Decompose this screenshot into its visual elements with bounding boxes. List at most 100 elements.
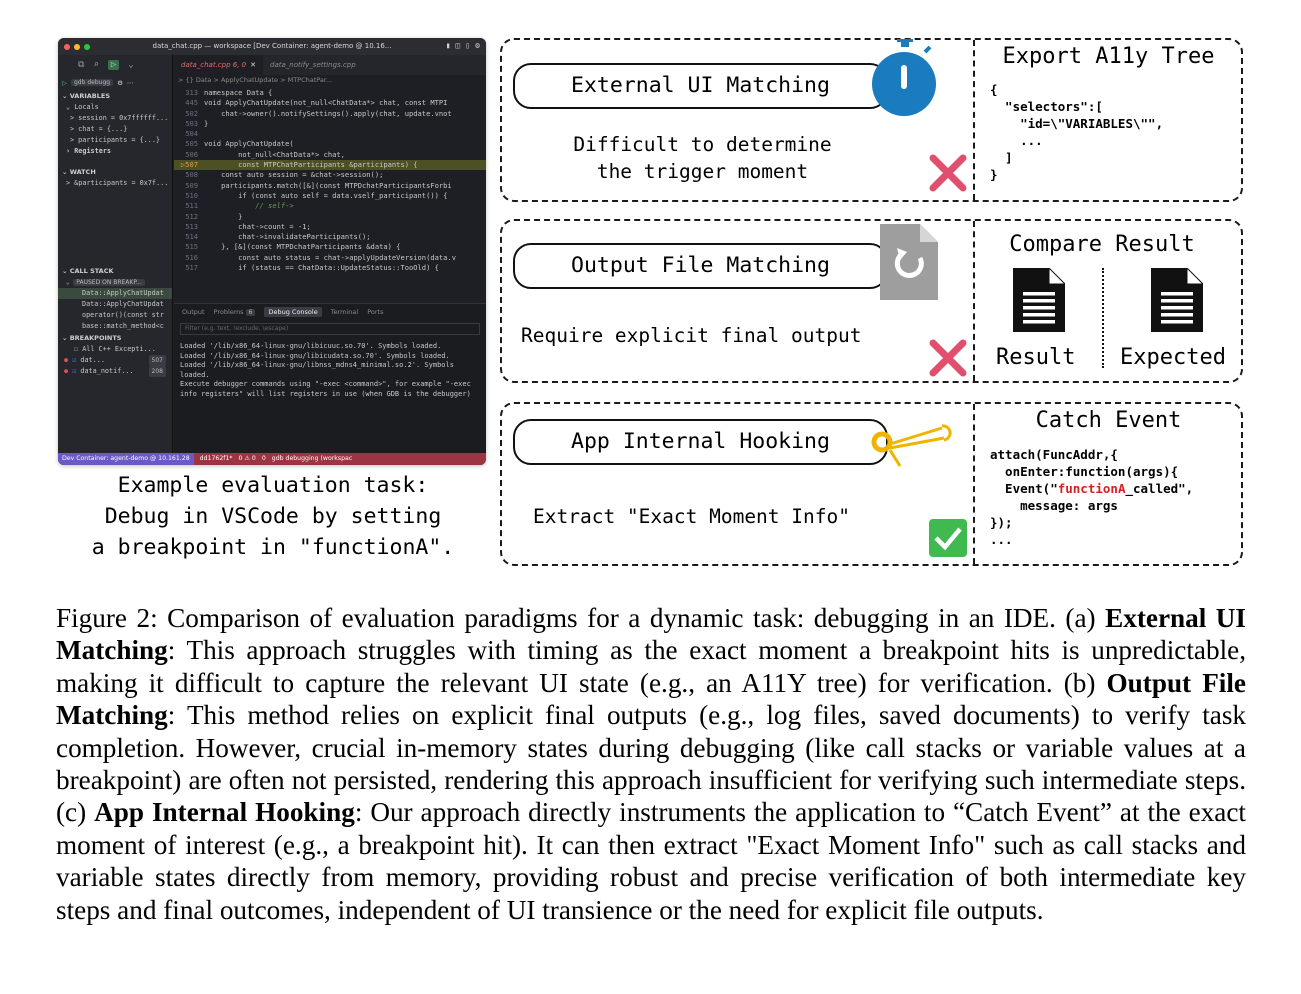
run-debug-icon[interactable]: ▷ bbox=[107, 60, 120, 70]
breakpoint-item[interactable]: ● ☑ dat... 507 bbox=[58, 355, 172, 366]
variables-header[interactable]: ⌄ VARIABLES bbox=[62, 92, 111, 100]
line-number[interactable]: 515 bbox=[185, 242, 198, 252]
code-line[interactable]: 512 } bbox=[174, 212, 486, 222]
tab-terminal[interactable]: Terminal bbox=[330, 308, 359, 316]
minimize-window-icon[interactable] bbox=[74, 43, 80, 50]
local-variable[interactable]: > chat = {...} bbox=[70, 125, 128, 133]
breakpoints-header[interactable]: ⌄ BREAKPOINTS bbox=[62, 334, 122, 342]
tab-data-notify-settings[interactable]: data_notify_settings.cpp bbox=[263, 55, 363, 75]
tab-problems[interactable]: Problems 6 bbox=[214, 308, 256, 316]
tab-data-chat[interactable]: data_chat.cpp 6, 0✕ bbox=[174, 55, 264, 75]
code-text: }, [&](const MTPDchatParticipants &data)… bbox=[204, 242, 401, 252]
variables-label: VARIABLES bbox=[69, 92, 111, 100]
local-variable[interactable]: > session = 0x7ffffff... bbox=[70, 114, 169, 122]
gear-icon[interactable]: ⚙ bbox=[475, 41, 480, 50]
code-line[interactable]: 511 // self-> bbox=[174, 201, 486, 211]
code-line[interactable]: 516 const auto status = chat->applyUpdat… bbox=[174, 253, 486, 263]
debug-settings-icon[interactable]: ⚙ bbox=[117, 78, 123, 87]
call-stack-frame[interactable]: Data::ApplyChatUpdat bbox=[82, 300, 164, 308]
line-number[interactable]: 503 bbox=[185, 118, 198, 128]
ports-status[interactable]: 0 bbox=[261, 455, 266, 462]
remote-indicator[interactable]: Dev Container: agent-demo @ 10.161.28 bbox=[58, 453, 194, 465]
hook-code-part: _called", message: args }); ... bbox=[990, 481, 1194, 547]
code-line[interactable]: 513 chat->count = -1; bbox=[174, 222, 486, 232]
code-line[interactable]: 508 const auto session = &chat->session(… bbox=[174, 170, 486, 180]
code-line[interactable]: ▷507 const MTPChatParticipants &particip… bbox=[174, 160, 486, 171]
code-line[interactable]: 510 if (const auto self = data.vself_par… bbox=[174, 191, 486, 201]
code-line[interactable]: 503} bbox=[174, 119, 486, 129]
caption-line: a breakpoint in "functionA". bbox=[91, 535, 455, 560]
call-stack-frame[interactable]: operator()(const str bbox=[82, 311, 164, 319]
line-number[interactable]: 505 bbox=[185, 139, 198, 149]
line-number[interactable]: 514 bbox=[185, 232, 198, 242]
panel-b-description: Require explicit final output bbox=[521, 324, 862, 347]
code-line[interactable]: 506 not_null<ChatData*> chat, bbox=[174, 150, 486, 160]
more-icon[interactable]: ⋯ bbox=[126, 78, 134, 87]
checkbox-checked-icon[interactable]: ☑ bbox=[72, 367, 77, 375]
registers-header[interactable]: › Registers bbox=[66, 147, 112, 155]
expected-label: Expected bbox=[1120, 345, 1226, 370]
code-line[interactable]: 517 if (status == ChatData::UpdateStatus… bbox=[174, 263, 486, 273]
breakpoint-item[interactable]: ☐ All C++ Excepti... bbox=[58, 344, 172, 355]
line-number[interactable]: 506 bbox=[185, 149, 198, 159]
line-number[interactable]: 502 bbox=[185, 108, 198, 118]
call-stack-header[interactable]: ⌄ CALL STACK bbox=[62, 267, 114, 275]
call-stack-frame[interactable]: base::match_method<c bbox=[82, 322, 164, 330]
breakpoint-item[interactable]: ● ☑ data_notif... 208 bbox=[58, 366, 172, 377]
caption-text: Figure 2: Comparison of evaluation parad… bbox=[56, 603, 1106, 633]
figure-caption: Figure 2: Comparison of evaluation parad… bbox=[56, 602, 1246, 926]
line-number[interactable]: 509 bbox=[185, 180, 198, 190]
explorer-icon[interactable]: ⧉ bbox=[78, 60, 85, 70]
layout-icons[interactable]: ▮ ◫ ▯ ⚙ bbox=[446, 41, 480, 50]
window-titlebar: data_chat.cpp — workspace [Dev Container… bbox=[58, 38, 486, 55]
tab-ports[interactable]: Ports bbox=[367, 308, 384, 316]
line-number[interactable]: 508 bbox=[185, 170, 198, 180]
line-number[interactable]: 517 bbox=[185, 263, 198, 273]
git-branch[interactable]: dd1762f1* bbox=[199, 455, 233, 462]
window-controls[interactable] bbox=[64, 43, 90, 50]
maximize-window-icon[interactable] bbox=[84, 43, 90, 50]
line-number[interactable]: 513 bbox=[185, 221, 198, 231]
call-stack-frame[interactable]: Data::ApplyChatUpdat bbox=[58, 288, 172, 299]
line-number[interactable]: ▷507 bbox=[180, 160, 198, 170]
close-window-icon[interactable] bbox=[64, 43, 70, 50]
code-line[interactable]: 504 bbox=[174, 129, 486, 139]
line-number[interactable]: 516 bbox=[185, 252, 198, 262]
breakpoint-label: dat... bbox=[80, 356, 105, 364]
search-icon[interactable]: ⌕ bbox=[93, 60, 99, 70]
start-debug-icon[interactable]: ▷ bbox=[62, 78, 67, 87]
debug-status[interactable]: gdb debugging (workspac bbox=[271, 455, 353, 462]
layout-split-icon[interactable]: ◫ bbox=[455, 41, 461, 50]
checkbox-icon[interactable]: ☐ bbox=[74, 345, 79, 353]
local-variable[interactable]: > participants = {...} bbox=[70, 136, 161, 144]
checkbox-checked-icon[interactable]: ☑ bbox=[72, 356, 77, 364]
line-number[interactable]: 511 bbox=[185, 201, 198, 211]
line-number[interactable]: 512 bbox=[185, 211, 198, 221]
code-line[interactable]: 515 }, [&](const MTPDchatParticipants &d… bbox=[174, 242, 486, 252]
tab-problems-label: Problems bbox=[213, 308, 244, 316]
chevron-down-icon[interactable]: ⌄ bbox=[128, 60, 134, 70]
line-number[interactable]: 510 bbox=[185, 190, 198, 200]
code-line[interactable]: 509 participants.match([&](const MTPDcha… bbox=[174, 181, 486, 191]
console-filter-input[interactable]: Filter (e.g. text, !exclude, \escape) bbox=[180, 323, 480, 335]
layout-sidebar-icon[interactable]: ▯ bbox=[465, 41, 471, 50]
line-number[interactable]: 445 bbox=[185, 98, 198, 108]
tab-output[interactable]: Output bbox=[182, 308, 205, 316]
breadcrumb[interactable]: > {} Data > ApplyChatUpdate > MTPChatPar… bbox=[178, 76, 333, 84]
watch-header[interactable]: ⌄ WATCH bbox=[62, 168, 96, 176]
code-line[interactable]: 502 chat->owner().notifySettings().apply… bbox=[174, 109, 486, 119]
locals-header[interactable]: ⌄ Locals bbox=[66, 103, 99, 111]
watch-item[interactable]: > &participants = 0x7f... bbox=[66, 179, 169, 187]
line-number[interactable]: 313 bbox=[185, 88, 198, 97]
layout-panel-icon[interactable]: ▮ bbox=[445, 41, 451, 50]
line-number[interactable]: 504 bbox=[185, 129, 198, 139]
debug-config-select[interactable]: gdb debugg bbox=[71, 79, 114, 86]
code-line[interactable]: 514 chat->invalidateParticipants(); bbox=[174, 232, 486, 242]
problems-status[interactable]: 0 ⚠ 0 bbox=[238, 455, 256, 462]
tab-debug-console[interactable]: Debug Console bbox=[264, 307, 322, 317]
close-icon[interactable]: ✕ bbox=[250, 61, 257, 69]
